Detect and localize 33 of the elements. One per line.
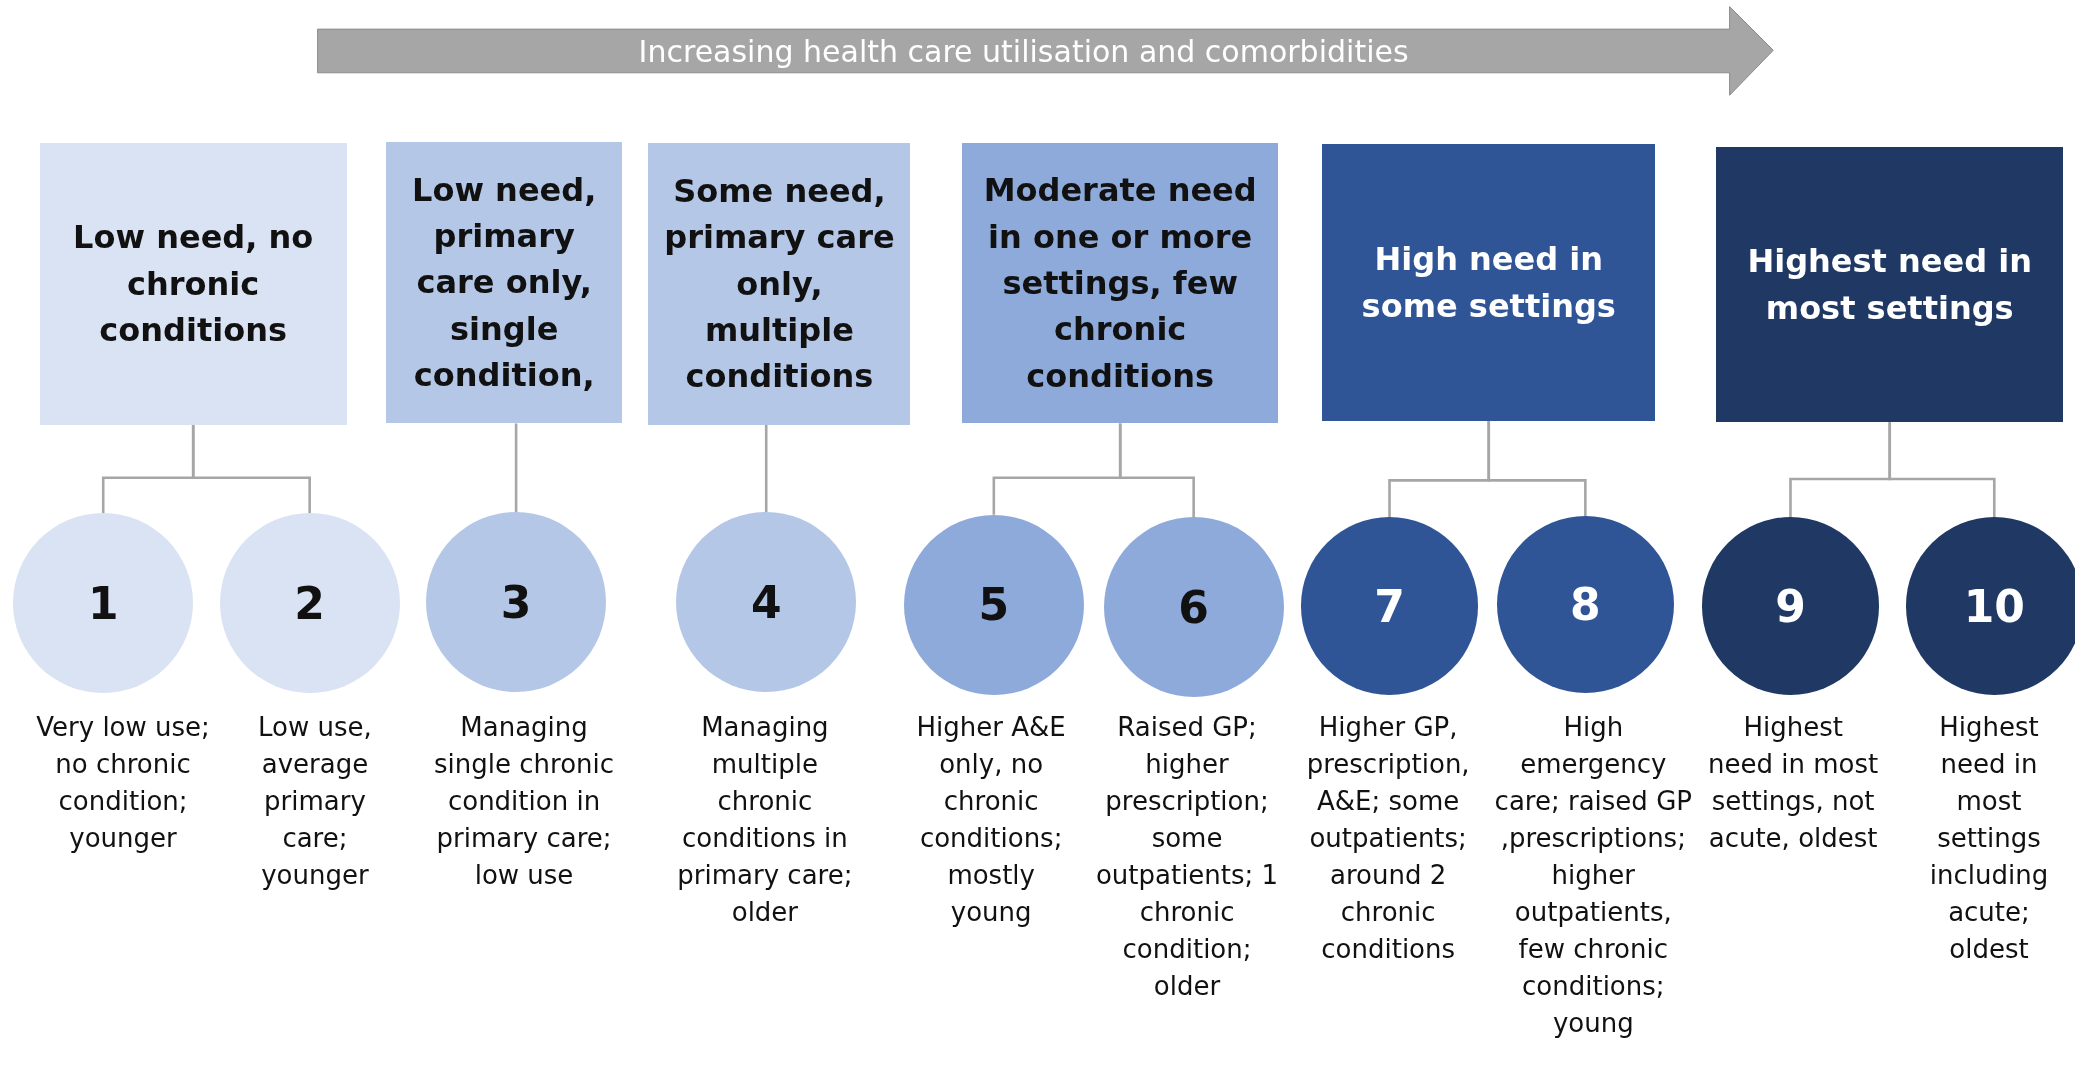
connector-line: [1118, 423, 1195, 518]
category-box: Moderate need in one or more settings, few chronic conditions: [962, 142, 1279, 424]
cluster-circle: 6: [1103, 517, 1284, 698]
connector-line: [514, 423, 518, 513]
category-box: Low need, no chronic conditions: [39, 142, 347, 425]
description-text: Higher A&E only, no chronic conditions; mostly young: [915, 711, 1067, 930]
description-text: Highest need in most settings, not acute, oldest: [1707, 711, 1880, 856]
cluster-circle: 1: [13, 513, 194, 694]
description-text: Managing single chronic condition in primary care; low use: [433, 711, 616, 893]
connector-line: [764, 424, 768, 513]
description-text: Highest need in most settings including acute; oldest: [1928, 711, 2050, 967]
category-box: Highest need in most settings: [1716, 146, 2064, 423]
category-box: Some need, primary care only, multiple conditions: [648, 142, 911, 425]
description-text: Very low use; no chronic condition; younger: [35, 711, 211, 856]
cluster-circle: 3: [426, 512, 607, 693]
connector-line: [1487, 420, 1587, 517]
cluster-circle: 7: [1300, 517, 1479, 695]
category-box: Low need, primary care only, single condition,: [386, 141, 622, 424]
cluster-circle: 2: [219, 513, 400, 694]
cluster-circle: 10: [1905, 517, 2075, 695]
connector-line: [1888, 422, 1996, 518]
cluster-circle: 9: [1701, 517, 1880, 695]
category-box: High need in some settings: [1322, 144, 1656, 421]
connector-line: [191, 424, 311, 514]
description-text: Higher GP, prescription, A&E; some outpatients; around 2 chronic conditions: [1305, 711, 1471, 967]
description-text: High emergency care; raised GP ,prescriptions; higher outpatients, few chronic conditions; young: [1494, 711, 1693, 1041]
description-text: Raised GP; higher prescription; some outpatients; 1 chronic condition; older: [1094, 711, 1280, 1004]
cluster-circle: 5: [903, 514, 1084, 695]
cluster-circle: 4: [676, 512, 857, 693]
description-text: Low use, average primary care; younger: [257, 711, 373, 893]
description-text: Managing multiple chronic conditions in primary care; older: [676, 711, 854, 930]
cluster-circle: 8: [1496, 516, 1674, 694]
banner-text: Increasing health care utilisation and comorbidities: [637, 35, 1410, 68]
